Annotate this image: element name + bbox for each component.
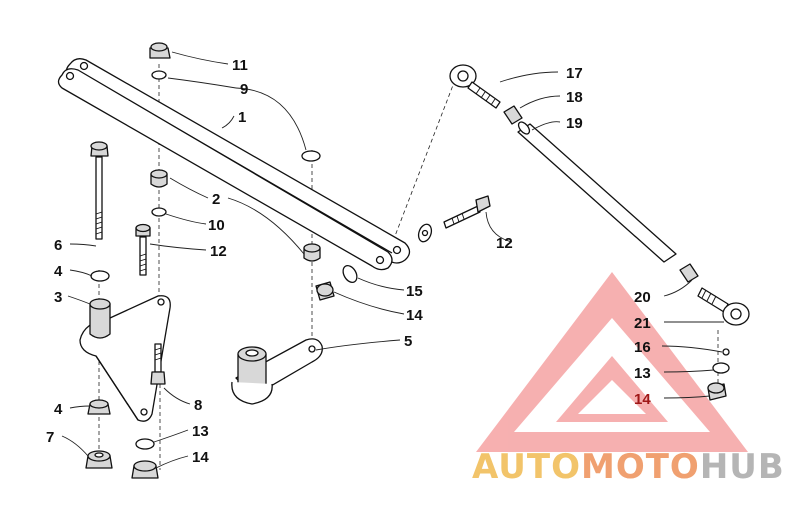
callout-11: 11 xyxy=(232,57,248,74)
part-15-washer-center xyxy=(342,264,358,284)
watermark-auto: AUTO xyxy=(472,447,581,487)
callout-12-left: 12 xyxy=(210,243,227,260)
part-13-washer-left xyxy=(135,438,155,450)
part-5-arm xyxy=(231,338,323,405)
part-9-washer-right xyxy=(301,150,321,162)
part-1-radius-rods xyxy=(57,58,411,271)
callout-8: 8 xyxy=(194,397,202,414)
part-10-washer xyxy=(151,207,167,217)
callout-7: 7 xyxy=(46,429,54,446)
part-12-bolt-left xyxy=(135,223,151,276)
watermark-hub: HUB xyxy=(700,447,785,487)
callout-13-left: 13 xyxy=(192,423,209,440)
callout-4-upper: 4 xyxy=(54,263,63,280)
part-20-jam-nut xyxy=(679,263,699,283)
part-2-spacer-left xyxy=(150,169,168,188)
part-14-nut-right xyxy=(707,382,727,401)
callout-14-center: 14 xyxy=(406,307,423,324)
callout-17: 17 xyxy=(566,65,583,82)
watermark-text: AUTOMOTOHUB xyxy=(472,447,785,487)
callout-labels: 11 9 1 2 10 12 6 4 3 5 8 4 7 13 14 15 14… xyxy=(46,57,651,466)
part-6-bolt xyxy=(90,141,109,240)
leader-lines xyxy=(61,51,724,469)
part-14-nut-center xyxy=(315,281,335,301)
callout-3: 3 xyxy=(54,289,62,306)
callout-6: 6 xyxy=(54,237,62,254)
part-21-rod-end xyxy=(697,287,750,326)
callout-20: 20 xyxy=(634,289,651,306)
callout-15: 15 xyxy=(406,283,423,300)
part-11-nut xyxy=(149,42,171,59)
watermark-moto: MOTO xyxy=(581,447,700,487)
callout-13-right: 13 xyxy=(634,365,651,382)
callout-1: 1 xyxy=(238,109,246,126)
part-2-spacer-right xyxy=(303,243,321,262)
part-3-bellcrank xyxy=(79,295,171,422)
callout-18: 18 xyxy=(566,89,583,106)
watermark-inner-triangle xyxy=(556,356,668,422)
callout-10: 10 xyxy=(208,217,225,234)
part-7-cap-nut xyxy=(85,450,113,469)
part-12-bolt-right xyxy=(443,195,491,229)
callout-14-right: 14 xyxy=(634,391,651,408)
part-4-washer-upper xyxy=(90,270,110,282)
part-9-washer-top xyxy=(151,70,167,80)
part-14-nut-left xyxy=(131,460,159,479)
part-16-washer xyxy=(722,348,730,356)
callout-5: 5 xyxy=(404,333,412,350)
part-4-nut-lower xyxy=(87,399,111,415)
callout-4-lower: 4 xyxy=(54,401,63,418)
part-17-rod-end xyxy=(449,64,501,109)
watermark-logo xyxy=(476,272,748,452)
watermark-triangle xyxy=(476,272,748,452)
part-8-bolt xyxy=(150,343,166,385)
callout-2: 2 xyxy=(212,191,220,208)
callout-12-right: 12 xyxy=(496,235,513,252)
part-18-jam-nut xyxy=(503,105,523,125)
callout-14-left: 14 xyxy=(192,449,209,466)
part-15-washer-right xyxy=(417,223,433,243)
callout-16: 16 xyxy=(634,339,651,356)
part-19-tube xyxy=(517,121,677,263)
callout-9: 9 xyxy=(240,81,248,98)
callout-21: 21 xyxy=(634,315,651,332)
part-13-washer-right xyxy=(712,362,730,374)
callout-19: 19 xyxy=(566,115,583,132)
